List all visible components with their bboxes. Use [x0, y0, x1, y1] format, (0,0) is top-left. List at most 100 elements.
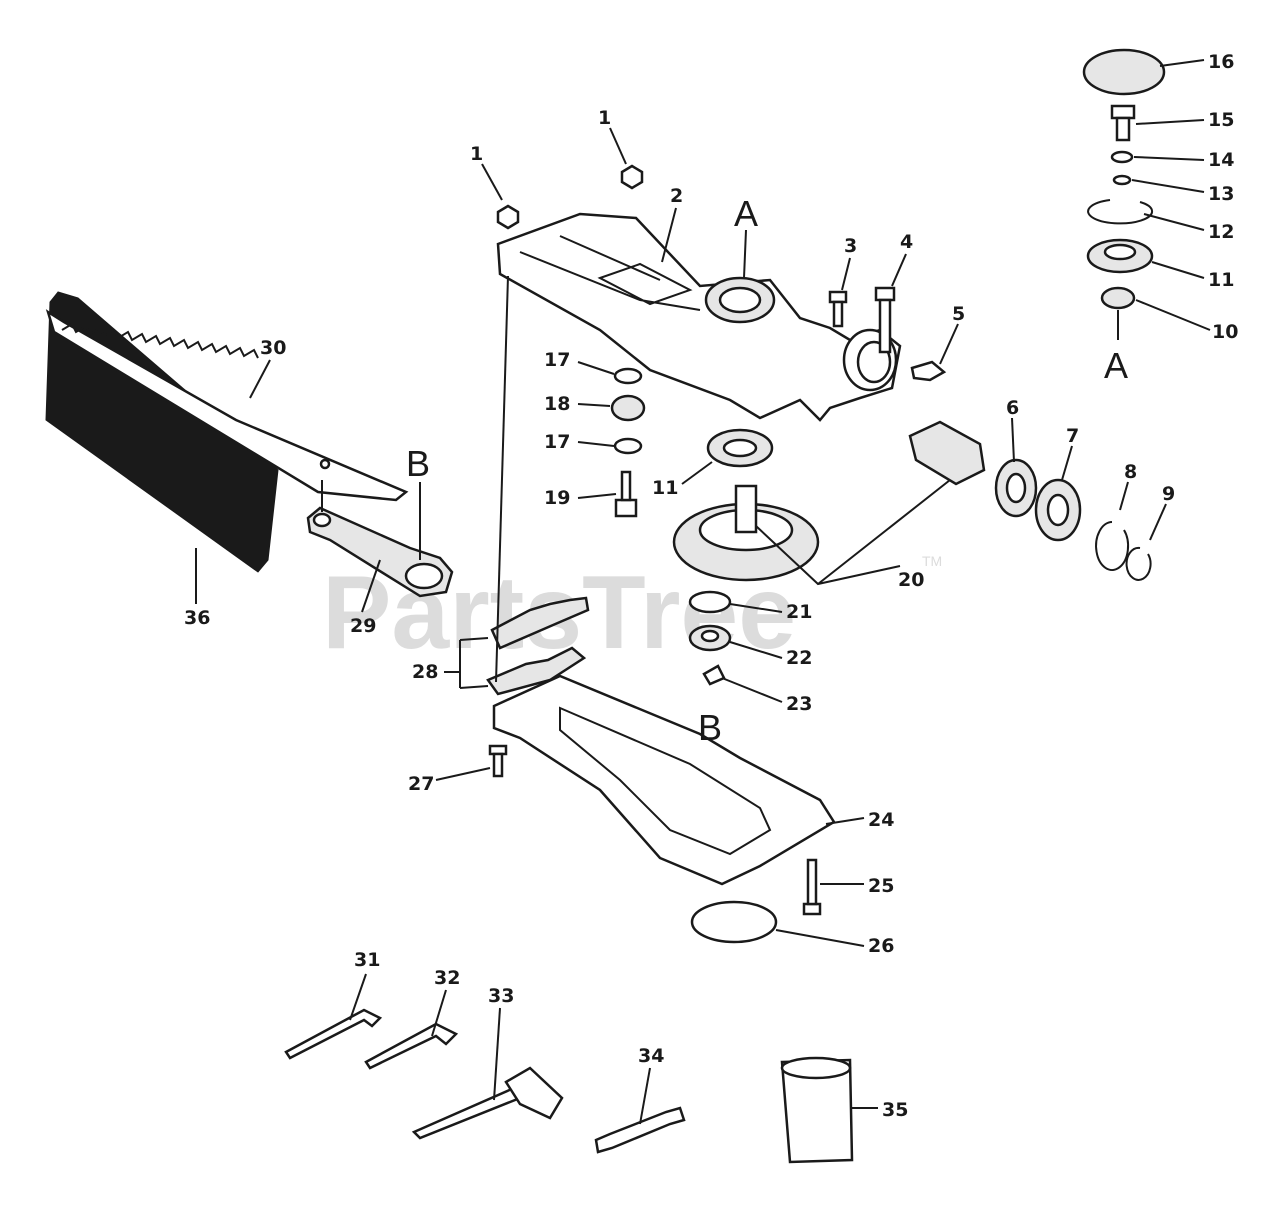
bearing-11-center-inner — [722, 438, 758, 458]
callout-15: 15 — [1208, 109, 1234, 131]
leader-15 — [1135, 119, 1205, 125]
leader-11-center — [681, 461, 713, 485]
callout-25: 25 — [868, 875, 894, 897]
leader-a-top — [743, 229, 747, 279]
hex-key-32 — [364, 1022, 459, 1070]
washer-13 — [1112, 174, 1132, 186]
leader-10 — [1135, 299, 1211, 331]
leader-20 — [755, 479, 951, 586]
leader-6 — [1011, 417, 1015, 463]
callout-12: 12 — [1208, 221, 1234, 243]
snap-ring-12 — [1087, 199, 1154, 225]
cap-16 — [1082, 48, 1166, 96]
callout-22: 22 — [786, 647, 812, 669]
bushing-18 — [610, 394, 646, 422]
saw-blade-teeth — [61, 322, 259, 359]
snap-ring-9 — [1125, 546, 1152, 581]
lower-gear-case — [492, 674, 836, 886]
screw-15-shank — [1115, 116, 1131, 142]
callout-13: 13 — [1208, 183, 1234, 205]
callout-29: 29 — [350, 615, 376, 637]
callout-27: 27 — [408, 773, 434, 795]
leader-23 — [721, 677, 783, 703]
leader-32 — [431, 989, 447, 1037]
leader-14 — [1133, 156, 1205, 161]
callout-14: 14 — [1208, 149, 1234, 171]
bearing-6-inner — [1005, 472, 1027, 504]
bushing-10 — [1100, 286, 1136, 310]
leader-2 — [661, 207, 677, 263]
callout-8: 8 — [1124, 461, 1137, 483]
leader-34 — [639, 1067, 651, 1125]
leader-8 — [1119, 481, 1129, 511]
bearing-7-inner — [1046, 493, 1070, 527]
blade-arm-pivot — [312, 512, 332, 528]
callout-21: 21 — [786, 601, 812, 623]
bolt-4 — [874, 286, 896, 302]
leader-17-upper — [577, 361, 615, 375]
callout-30: 30 — [260, 337, 286, 359]
callout-23: 23 — [786, 693, 812, 715]
section-letter-b-lower: B — [698, 707, 722, 748]
callout-11-center: 11 — [652, 477, 678, 499]
leader-21 — [729, 603, 783, 613]
leader-13 — [1131, 179, 1205, 193]
callout-32: 32 — [434, 967, 460, 989]
alignment-line — [495, 275, 509, 683]
leader-22 — [729, 641, 783, 659]
leader-9 — [1149, 503, 1167, 541]
callout-33: 33 — [488, 985, 514, 1007]
callout-5: 5 — [952, 303, 965, 325]
screw-3 — [828, 290, 848, 304]
bracket-28-upper — [490, 596, 590, 650]
leader-26 — [775, 929, 865, 947]
callout-17-upper: 17 — [544, 349, 570, 371]
callout-9: 9 — [1162, 483, 1175, 505]
leader-4 — [891, 253, 907, 287]
nut-left — [496, 204, 520, 230]
upper-gear-case-bore-inner — [718, 286, 762, 314]
bolt-19-head — [614, 498, 638, 518]
callout-4: 4 — [900, 231, 913, 253]
bearing-22-inner — [700, 629, 720, 643]
leader-30 — [249, 359, 271, 399]
callout-3: 3 — [844, 235, 857, 257]
leader-1b — [609, 127, 627, 165]
leader-31 — [349, 973, 367, 1021]
upper-gear-case-rib — [519, 235, 701, 311]
leader-17-lower — [577, 441, 615, 447]
callout-36: 36 — [184, 607, 210, 629]
callout-11-right: 11 — [1208, 269, 1234, 291]
leader-29 — [361, 559, 381, 613]
leader-7 — [1061, 445, 1073, 481]
snap-ring-8 — [1095, 521, 1130, 571]
leader-3 — [841, 257, 851, 291]
bracket-28-lower — [486, 646, 587, 696]
leader-28 — [444, 637, 489, 689]
leader-16 — [1159, 59, 1205, 67]
lower-gear-case-rim — [559, 706, 772, 856]
callout-24: 24 — [868, 809, 894, 831]
callout-18: 18 — [544, 393, 570, 415]
leader-11-right — [1151, 261, 1205, 279]
bolt-25-shank — [806, 858, 818, 906]
callout-35: 35 — [882, 1099, 908, 1121]
snap-ring-21 — [688, 590, 732, 614]
leader-24 — [825, 817, 865, 825]
spark-plug-wrench-socket — [504, 1066, 564, 1120]
callout-28: 28 — [412, 661, 438, 683]
callout-1-right: 1 — [598, 107, 611, 129]
bolt-19-shank — [620, 470, 632, 502]
leader-12 — [1143, 213, 1205, 231]
bolt-25-head — [802, 902, 822, 916]
bolt-4-shank — [878, 298, 892, 354]
pinion-gear — [908, 420, 986, 486]
callout-31: 31 — [354, 949, 380, 971]
leader-5 — [939, 323, 959, 365]
washer-17-lower — [613, 437, 643, 455]
bearing-11-right-inner — [1103, 243, 1137, 261]
washer-17-upper — [613, 367, 643, 385]
blade-arm-ring — [404, 562, 444, 590]
nut-right — [620, 164, 644, 190]
watermark-trademark: TM — [922, 553, 942, 569]
